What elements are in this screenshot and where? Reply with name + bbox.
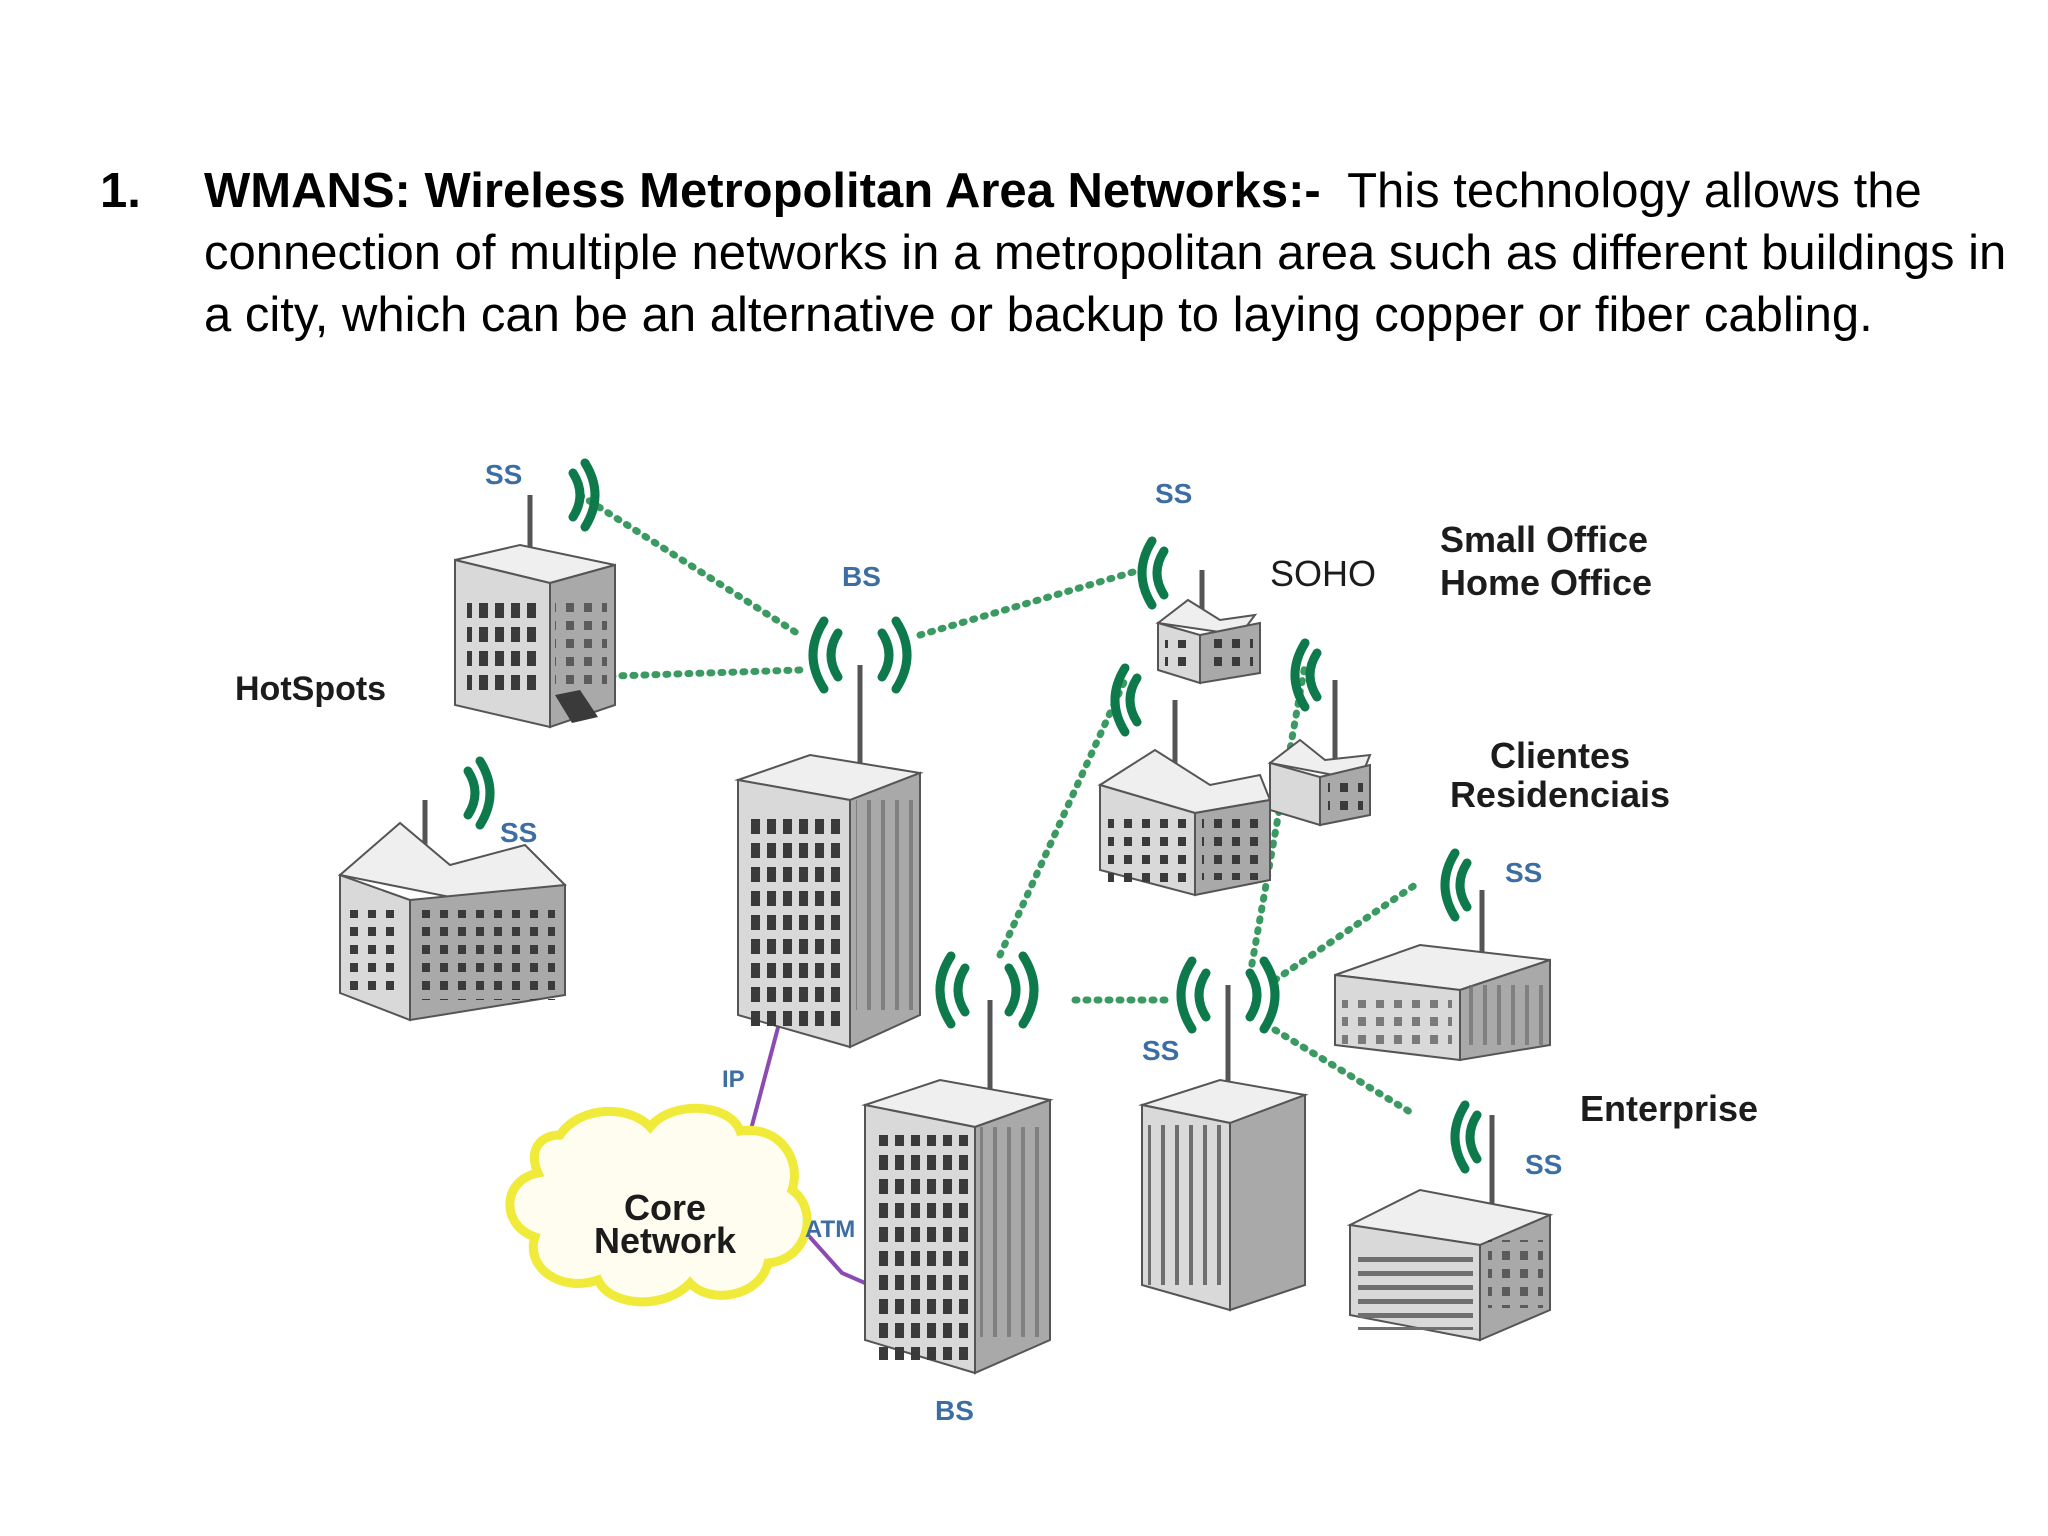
link-hotspot-top-bs <box>576 491 804 639</box>
ip-link <box>748 1019 782 1134</box>
label-ip: IP <box>722 1066 745 1093</box>
label-ss-hotspot-top: SS <box>485 459 522 490</box>
core-label-1: Core <box>624 1187 706 1228</box>
signal-icon <box>1176 956 1280 1034</box>
label-enterprise: Enterprise <box>1580 1088 1758 1129</box>
residential-house-right <box>1267 680 1372 827</box>
label-ss-hotspot-bottom: SS <box>500 817 537 848</box>
label-ss-center: SS <box>1142 1035 1179 1066</box>
residential-house-left <box>1097 700 1272 897</box>
signal-icon <box>808 616 912 694</box>
cloud-shape <box>505 1103 812 1307</box>
item-number: 1. <box>100 164 141 218</box>
enterprise-building-top <box>1334 890 1551 1062</box>
enterprise-building-bottom <box>1346 1115 1554 1342</box>
label-bs-top: BS <box>842 561 881 592</box>
label-clientes-1: Clientes <box>1490 735 1630 776</box>
link-bs-soho <box>916 566 1144 639</box>
label-small-office-1: Small Office <box>1440 519 1648 560</box>
signal-icon <box>568 458 600 532</box>
label-hotspots: HotSpots <box>235 670 386 708</box>
label-ss-enterprise-bottom: SS <box>1525 1149 1562 1180</box>
bs-building-top <box>734 665 924 1049</box>
signal-icons <box>463 458 1482 1174</box>
link-hub-residential <box>1246 661 1309 979</box>
signal-icon <box>1290 638 1322 712</box>
link-bs-house <box>996 676 1129 959</box>
label-soho: SOHO <box>1270 553 1376 594</box>
link-hub-enterprise-top <box>1271 881 1419 984</box>
link-hub-enterprise-bottom <box>1271 1026 1419 1119</box>
label-ss-enterprise-top: SS <box>1505 857 1542 888</box>
hotspot-building-bottom <box>337 800 567 1022</box>
wman-diagram: Core Network <box>235 458 1758 1426</box>
soho-house <box>1155 570 1261 685</box>
signal-icon <box>463 756 495 830</box>
item-text: WMANS: Wireless Metropolitan Area Networ… <box>204 160 2044 346</box>
core-label-2: Network <box>594 1220 737 1261</box>
signal-icon <box>1137 536 1169 610</box>
signal-icon <box>1110 663 1142 737</box>
label-small-office-2: Home Office <box>1440 562 1652 603</box>
label-atm: ATM <box>805 1216 855 1243</box>
item-body: This technology allows the connection of… <box>204 164 2007 342</box>
bs-building-bottom <box>861 1000 1054 1375</box>
signal-icon <box>935 951 1039 1029</box>
item-heading: WMANS: Wireless Metropolitan Area Networ… <box>204 164 1321 218</box>
signal-icon <box>1440 848 1472 922</box>
core-network-cloud: Core Network <box>505 1103 812 1307</box>
label-ss-soho: SS <box>1155 478 1192 509</box>
label-bs-bottom: BS <box>935 1395 974 1426</box>
hub-building <box>1138 985 1309 1312</box>
label-clientes-2: Residenciais <box>1450 774 1670 815</box>
signal-icon <box>1450 1100 1482 1174</box>
hotspot-building-top <box>454 495 616 729</box>
